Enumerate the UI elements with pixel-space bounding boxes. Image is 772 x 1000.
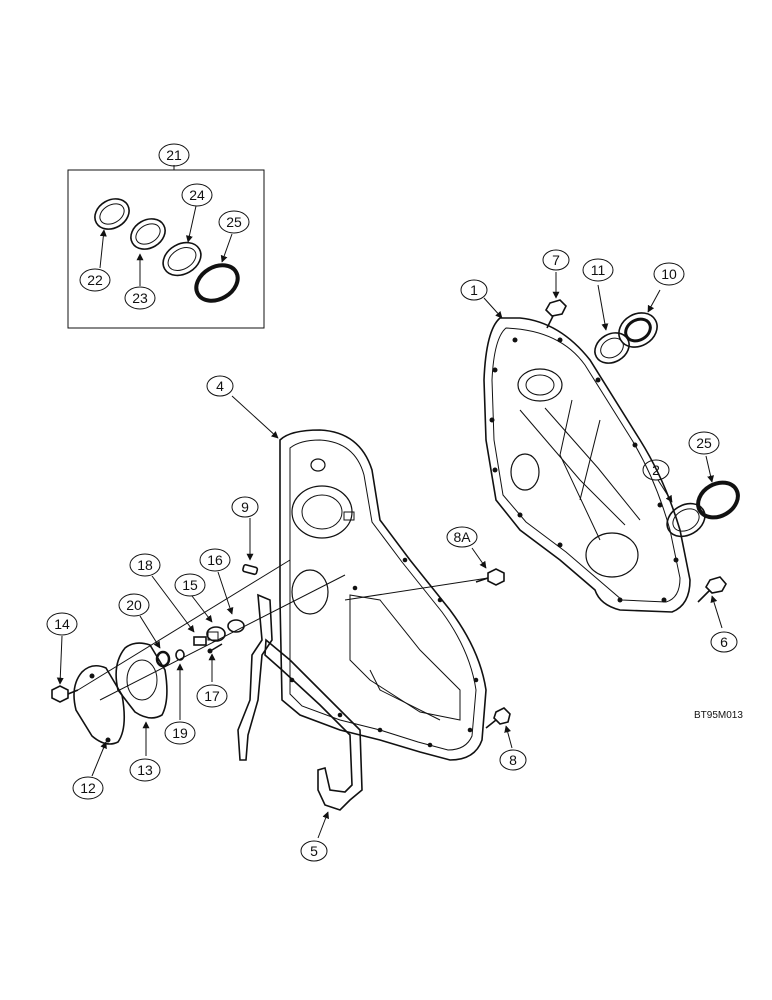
callout-6: 6 <box>710 631 738 653</box>
svg-text:19: 19 <box>172 725 188 741</box>
callout-25-kit: 25 <box>218 210 250 234</box>
svg-text:13: 13 <box>137 762 153 778</box>
svg-text:18: 18 <box>137 557 153 573</box>
callout-8a: 8A <box>446 526 478 548</box>
svg-text:4: 4 <box>216 378 224 394</box>
seal-11 <box>594 332 630 364</box>
svg-text:10: 10 <box>661 266 677 282</box>
callout-8: 8 <box>499 749 527 771</box>
figure-code: BT95M013 <box>694 710 743 721</box>
svg-text:5: 5 <box>310 843 318 859</box>
o-ring-25 <box>696 480 740 520</box>
assembly-lines <box>77 559 489 701</box>
part-15-housing <box>206 626 226 642</box>
callout-20: 20 <box>118 593 150 617</box>
callout-23: 23 <box>124 286 156 310</box>
svg-text:22: 22 <box>87 272 103 288</box>
callout-17: 17 <box>196 684 228 708</box>
bolt-8 <box>485 707 511 729</box>
svg-text:9: 9 <box>241 499 249 515</box>
gasket-13 <box>115 642 168 719</box>
svg-text:2: 2 <box>652 462 660 478</box>
callout-4: 4 <box>206 375 234 397</box>
bolt-7 <box>545 299 567 329</box>
gear-housing-1 <box>483 317 691 613</box>
svg-text:14: 14 <box>54 616 70 632</box>
callout-18: 18 <box>129 553 161 577</box>
svg-text:6: 6 <box>720 634 728 650</box>
callout-12: 12 <box>72 776 104 800</box>
svg-text:25: 25 <box>226 214 242 230</box>
callout-21: 21 <box>158 143 190 167</box>
svg-text:20: 20 <box>126 597 142 613</box>
svg-text:15: 15 <box>182 577 198 593</box>
svg-text:23: 23 <box>132 290 148 306</box>
svg-text:16: 16 <box>207 552 223 568</box>
svg-text:1: 1 <box>470 282 478 298</box>
svg-text:12: 12 <box>80 780 96 796</box>
svg-text:21: 21 <box>166 147 182 163</box>
seal-22 <box>94 198 130 230</box>
callout-14: 14 <box>46 612 78 636</box>
seal-kit-box <box>67 165 265 329</box>
gear-cover-4 <box>279 429 487 761</box>
svg-text:11: 11 <box>591 262 606 278</box>
callout-5: 5 <box>300 840 328 862</box>
seal-24 <box>162 241 202 277</box>
bolt-6 <box>697 576 727 603</box>
seal-2 <box>666 502 706 538</box>
callout-13: 13 <box>129 758 161 782</box>
svg-text:8A: 8A <box>453 529 471 545</box>
callout-1: 1 <box>460 279 488 301</box>
callout-22: 22 <box>79 268 111 292</box>
gasket-5 <box>237 593 363 811</box>
bearing-10 <box>618 312 658 348</box>
callout-2: 2 <box>642 459 670 481</box>
callout-7: 7 <box>542 249 570 271</box>
callout-15: 15 <box>174 573 206 597</box>
part-19-oring <box>175 649 185 661</box>
bolt-14 <box>51 685 79 703</box>
callout-11: 11 <box>582 258 614 282</box>
svg-text:8: 8 <box>509 752 517 768</box>
leader-lines <box>56 205 723 839</box>
callout-24: 24 <box>181 183 213 207</box>
cover-plate-12 <box>73 664 126 745</box>
callout-9: 9 <box>231 496 259 518</box>
part-17-screw <box>207 643 223 654</box>
o-ring-25-kit <box>194 263 240 303</box>
callout-25: 25 <box>688 431 720 455</box>
svg-text:25: 25 <box>696 435 712 451</box>
svg-text:24: 24 <box>189 187 205 203</box>
dowel-9 <box>242 563 259 576</box>
callout-19: 19 <box>164 721 196 745</box>
part-18-plug <box>193 636 207 646</box>
svg-text:7: 7 <box>552 252 560 268</box>
callout-16: 16 <box>199 548 231 572</box>
bolt-8a <box>475 568 505 586</box>
svg-text:17: 17 <box>204 688 220 704</box>
callout-10: 10 <box>653 262 685 286</box>
seal-23 <box>130 218 166 250</box>
